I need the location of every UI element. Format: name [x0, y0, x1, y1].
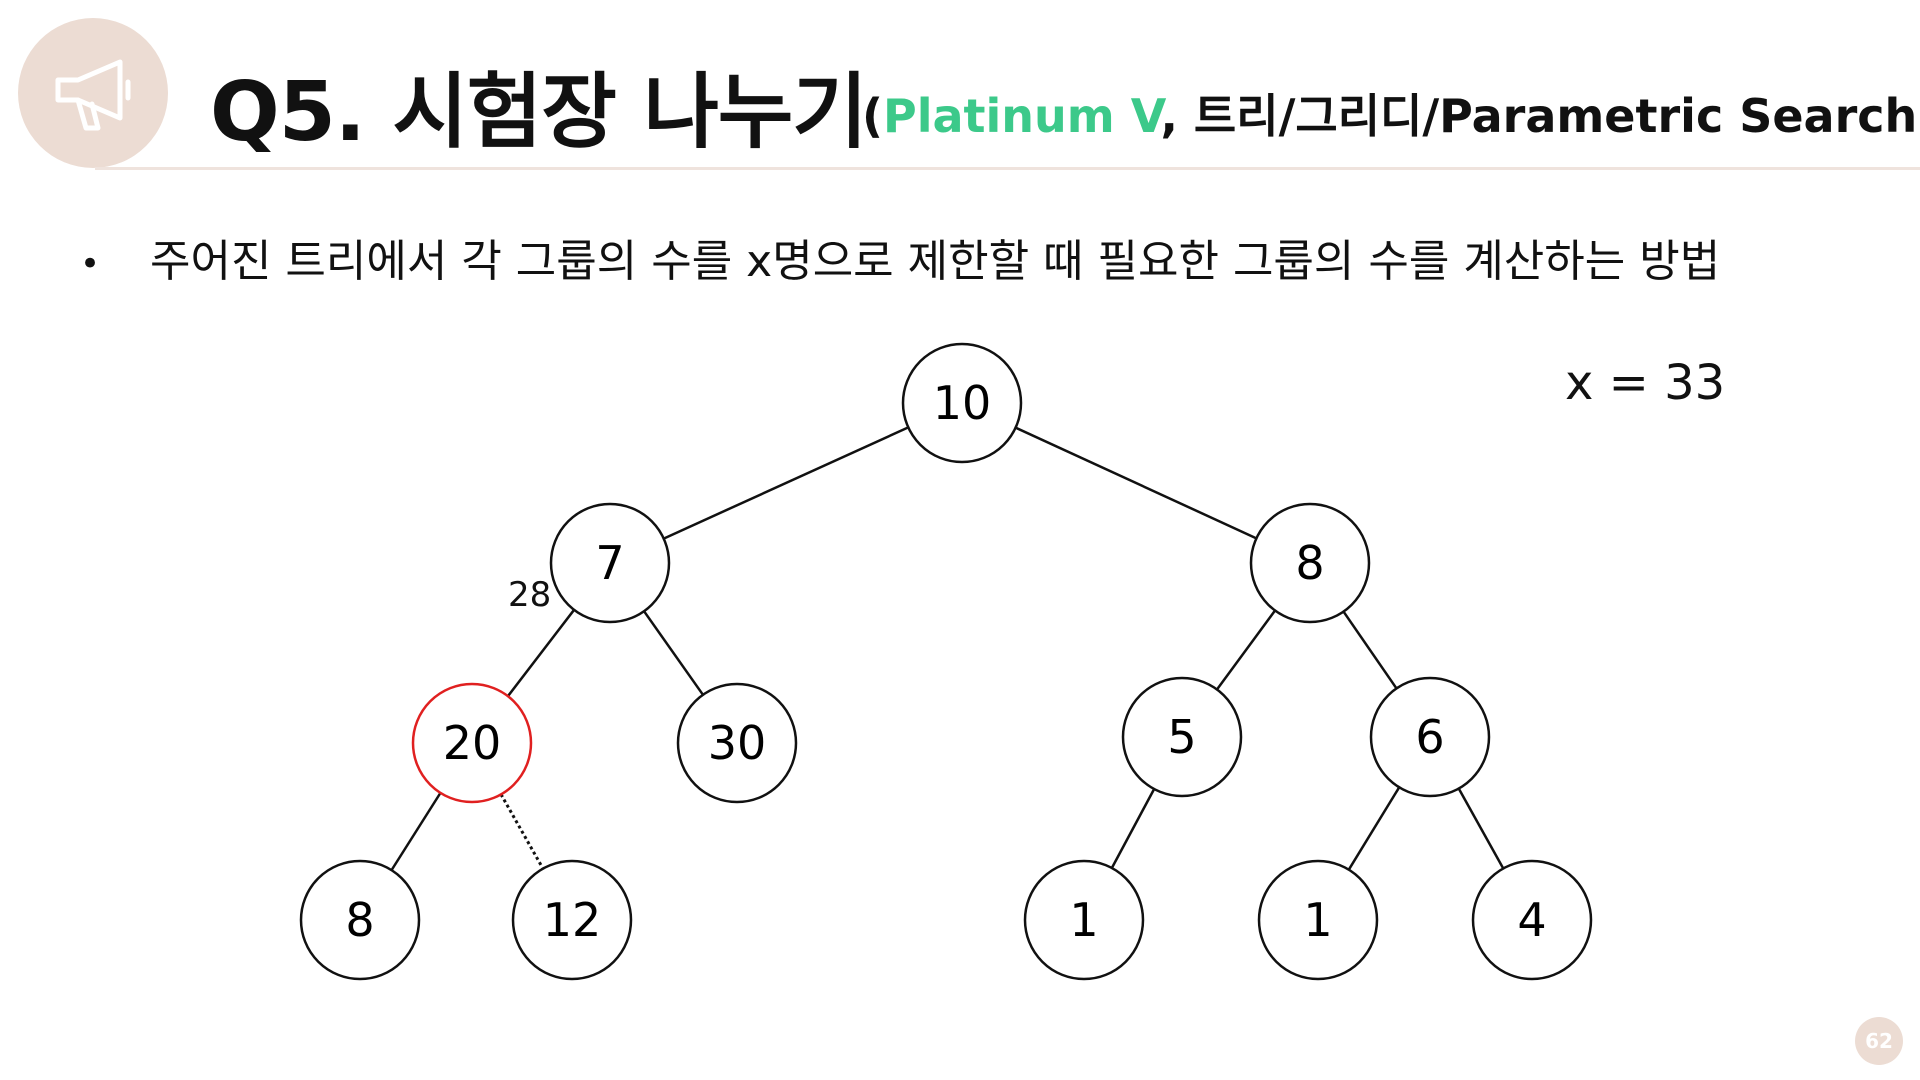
difficulty-tier: Platinum V [883, 89, 1161, 143]
tree-node-circle [1471, 859, 1593, 981]
tree-node-circle [299, 859, 421, 981]
tree-edge-n6-n4 [1457, 787, 1505, 870]
tree-edge-n7-n30 [642, 610, 705, 696]
tree-node-circle [676, 682, 798, 804]
tree-node-circle [1249, 502, 1371, 624]
tree-edge-n6-n1b [1347, 786, 1401, 871]
tree-node-n10: 10 [901, 342, 1023, 464]
tree-node-n20: 20 [411, 682, 533, 804]
bullet-dot: • [80, 244, 101, 284]
tree-node-label: 1 [1069, 893, 1098, 947]
tree-node-label: 5 [1167, 710, 1196, 764]
tree-node-label: 8 [1295, 536, 1324, 590]
tree-edge-n20-n12 [499, 793, 545, 870]
tree-node-label: 12 [543, 893, 602, 947]
megaphone-logo [18, 18, 168, 168]
tree-node-circle [1023, 859, 1145, 981]
bullet-text: 주어진 트리에서 각 그룹의 수를 x명으로 제한할 때 필요한 그룹의 수를 … [150, 236, 1721, 287]
tree-node-circle [1369, 676, 1491, 798]
tree-node-circle [901, 342, 1023, 464]
tree-node-n1a: 1 [1023, 859, 1145, 981]
tree-edge-n7-n20 [506, 609, 576, 697]
tree-node-label: 30 [708, 716, 767, 770]
tree-edge-n10-n7 [663, 426, 909, 540]
tree-node-circle [1121, 676, 1243, 798]
tree-edge-n10-n8a [1015, 426, 1257, 540]
tree-edge-n20-n8b [390, 792, 442, 871]
edge-weight-label: 28 [508, 575, 552, 615]
page-subtitle: (Platinum V, 트리/그리디/Parametric Search) [862, 80, 1920, 146]
tree-node-n12: 12 [511, 859, 633, 981]
page-title: Q5. 시험장 나누기 [210, 65, 868, 160]
tree-node-n8a: 8 [1249, 502, 1371, 624]
tree-node-n5: 5 [1121, 676, 1243, 798]
tree-node-n1b: 1 [1257, 859, 1379, 981]
tree-node-label: 4 [1517, 893, 1546, 947]
subtitle-open: ( [862, 89, 884, 143]
megaphone-icon [55, 59, 131, 131]
tree-node-n7: 7 [549, 502, 671, 624]
subtitle-categories: , 트리/그리디/Parametric Search) [1160, 89, 1920, 143]
title-underline [95, 167, 1920, 170]
tree-edge-n8a-n6 [1342, 610, 1398, 690]
tree-node-label: 6 [1415, 710, 1444, 764]
tree-edge-n8a-n5 [1215, 609, 1277, 691]
tree-node-n30: 30 [676, 682, 798, 804]
tree-node-circle [411, 682, 533, 804]
tree-node-circle [511, 859, 633, 981]
tree-node-label: 8 [345, 893, 374, 947]
tree-edge-n5-n1a [1110, 788, 1156, 869]
bullet-item: • 주어진 트리에서 각 그룹의 수를 x명으로 제한할 때 필요한 그룹의 수를… [80, 225, 1720, 289]
tree-node-label: 1 [1303, 893, 1332, 947]
tree-node-n8b: 8 [299, 859, 421, 981]
tree-node-n4: 4 [1471, 859, 1593, 981]
x-value-label: x = 33 [1565, 355, 1726, 411]
tree-node-circle [549, 502, 671, 624]
tree-node-label: 10 [933, 376, 992, 430]
tree-node-label: 20 [443, 716, 502, 770]
tree-node-n6: 6 [1369, 676, 1491, 798]
tree-node-label: 7 [595, 536, 624, 590]
tree-node-circle [1257, 859, 1379, 981]
page-number: 62 [1855, 1017, 1903, 1065]
